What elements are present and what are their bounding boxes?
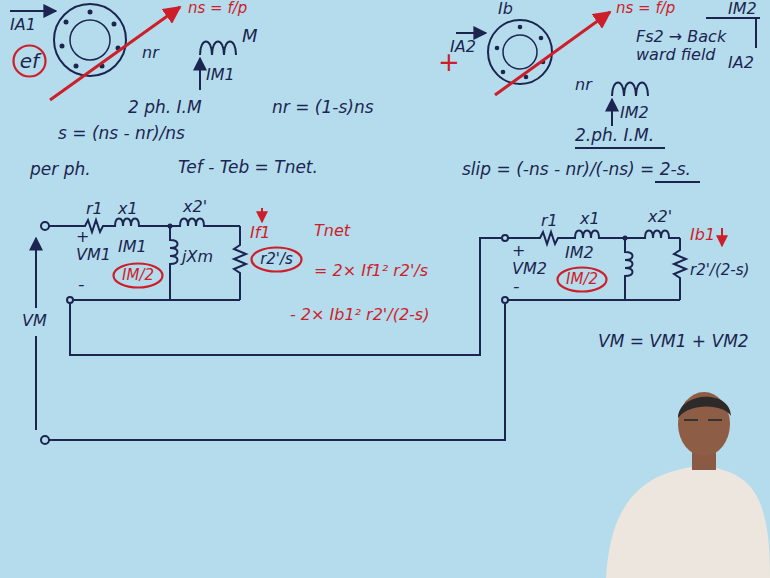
handwritten-label: x2' (183, 198, 207, 216)
series-link-wire (49, 304, 505, 440)
slot-dots (495, 25, 546, 80)
handwritten-label: + (76, 228, 89, 246)
rotor-circle (503, 35, 537, 69)
circled-term: IM/2 (556, 266, 608, 293)
handwritten-label: Tef - Teb = Tnet. (178, 158, 318, 177)
handwritten-label: nr = (1-s)ns (272, 98, 374, 117)
terminal (67, 297, 73, 303)
handwritten-label: IM2 (728, 0, 757, 18)
handwritten-label: 2 ph. I.M (128, 98, 202, 117)
handwritten-label: nr (575, 76, 592, 94)
handwritten-label: IA1 (10, 16, 36, 34)
winding-coil (200, 42, 236, 56)
handwritten-label: Fs2 → Back ward field (636, 28, 728, 63)
handwritten-label: s = (ns - nr)/ns (58, 124, 185, 143)
handwritten-label: x2' (648, 208, 672, 226)
handwritten-label: IA2 (728, 54, 754, 72)
circled-text: r2'/s (250, 251, 303, 268)
current-arrow (10, 10, 56, 12)
motor-sketch (456, 18, 760, 126)
handwritten-label: IM1 (118, 238, 147, 256)
voltage-arrow (35, 336, 37, 430)
terminal (502, 235, 508, 241)
handwritten-label: ns = f/p (188, 0, 247, 17)
series-branch (508, 231, 680, 245)
circled-term: ef (12, 44, 47, 78)
equivalent-circuit (36, 208, 505, 444)
handwritten-label: r1 (86, 200, 103, 218)
circled-term: r2'/s (250, 246, 303, 273)
return-wire (73, 299, 240, 301)
handwritten-label: Ib1 (690, 226, 715, 244)
current-arrow (261, 208, 263, 222)
magnetising-branch (170, 226, 178, 300)
handwritten-label: IM2 (565, 244, 594, 262)
handwritten-label: per ph. (30, 160, 91, 179)
handwritten-label: IM2 (620, 104, 649, 122)
junction-dot (168, 224, 173, 229)
field-axis-arrow (50, 7, 180, 100)
rotor-circle (70, 20, 110, 60)
lecturer-figure (606, 392, 770, 578)
junction-dot (623, 236, 628, 241)
handwritten-label: Ib (498, 0, 513, 18)
current-arrow (199, 58, 201, 90)
terminal (41, 436, 49, 444)
circled-text: IM/2 (556, 271, 608, 288)
handwritten-label: r2'/(2-s) (690, 262, 749, 279)
rotor-resistor (234, 226, 246, 300)
rotor-resistor (674, 238, 686, 300)
handwritten-label: x1 (118, 200, 138, 218)
magnetising-branch (625, 238, 633, 300)
handwritten-label: jXm (182, 248, 213, 266)
handwritten-label: - 2× Ib1² r2'/(2-s) (290, 306, 429, 324)
handwritten-label: VM (22, 312, 47, 330)
return-wire (508, 299, 680, 301)
circled-term: IM/2 (112, 262, 164, 289)
handwritten-label: x1 (580, 210, 600, 228)
handwritten-label: slip = (-ns - nr)/(-ns) = 2-s. (462, 160, 691, 179)
handwritten-label: VM = VM1 + VM2 (598, 332, 749, 351)
terminal (41, 222, 49, 230)
handwritten-label: M (242, 26, 258, 46)
voltage-arrow (35, 238, 37, 308)
handwritten-label: VM2 (512, 260, 547, 278)
equivalent-circuit (502, 228, 722, 303)
handwritten-label: - (513, 276, 520, 296)
handwritten-label: If1 (250, 224, 271, 242)
series-link-wire (70, 238, 501, 355)
current-arrow (456, 32, 486, 34)
handwritten-label: ns = f/p (616, 0, 675, 17)
winding-coil (612, 83, 648, 97)
handwritten-label: = 2× If1² r2'/s (314, 262, 428, 280)
handwritten-label: IM1 (206, 66, 235, 84)
terminal (502, 297, 508, 303)
field-axis-arrow (495, 12, 610, 95)
handwritten-label: IA2 (450, 38, 476, 56)
circled-text: ef (12, 50, 47, 72)
handwritten-label: r1 (541, 212, 558, 230)
circled-text: IM/2 (112, 267, 164, 284)
current-arrow (721, 228, 723, 246)
handwritten-label: Tnet (314, 222, 350, 240)
handwritten-label: - (78, 274, 85, 294)
handwritten-label: VM1 (76, 246, 111, 264)
slot-dots (60, 10, 121, 69)
handwritten-label: nr (142, 44, 159, 62)
handwritten-label: 2.ph. I.M. (575, 126, 654, 145)
stator-circle (488, 20, 552, 84)
handwritten-label: + (512, 242, 525, 260)
current-arrow (611, 99, 613, 126)
stator-circle (54, 4, 126, 76)
